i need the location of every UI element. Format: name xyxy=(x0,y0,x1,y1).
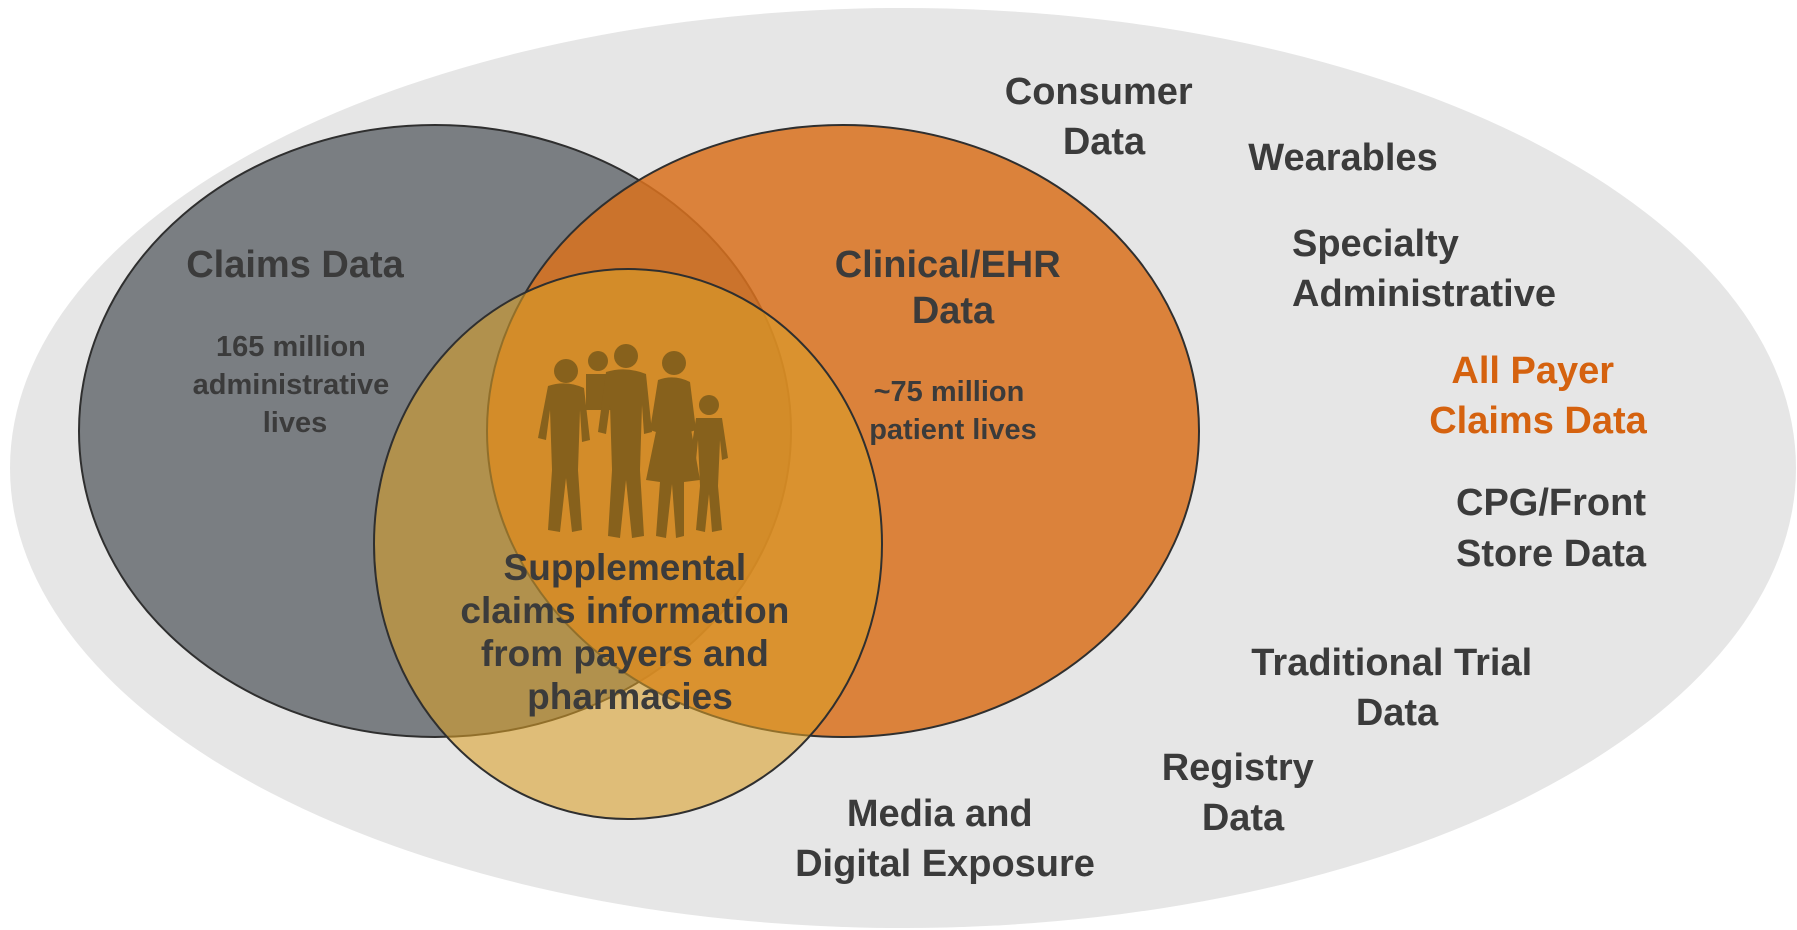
all-payer-claims-label: All Payer Claims Data xyxy=(1429,350,1647,442)
cpg-front-store-label: CPG/Front Store Data xyxy=(1456,482,1657,575)
traditional-trial-label: Traditional Trial Data xyxy=(1251,642,1542,734)
consumer-data-label: Consumer Data xyxy=(1005,71,1203,163)
supplemental-claims-circle xyxy=(373,268,883,820)
clinical-ehr-title: Clinical/EHR Data xyxy=(835,244,1072,332)
media-digital-label: Media and Digital Exposure xyxy=(795,793,1095,885)
registry-data-label: Registry Data xyxy=(1162,747,1325,839)
clinical-ehr-detail: ~75 million patient lives xyxy=(869,376,1037,446)
claims-data-title: Claims Data xyxy=(186,244,404,286)
specialty-administrative-label: Specialty Administrative xyxy=(1292,223,1556,315)
claims-data-detail: 165 million administrative lives xyxy=(193,331,398,439)
supplemental-claims-text: Supplemental claims information from pay… xyxy=(460,547,799,717)
family-silhouette-icon xyxy=(538,344,728,538)
wearables-label: Wearables xyxy=(1248,137,1437,179)
